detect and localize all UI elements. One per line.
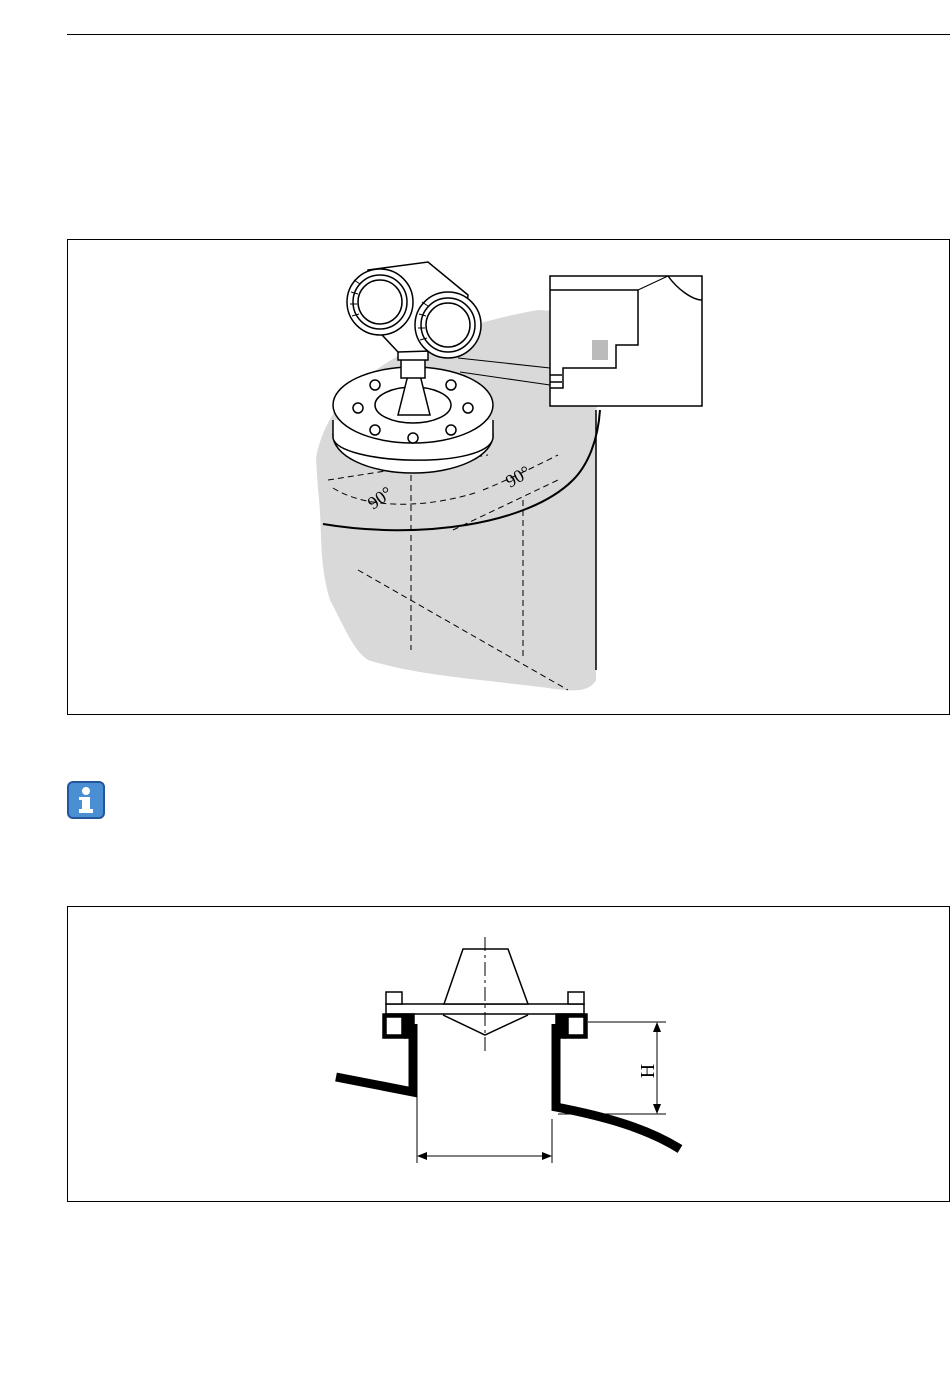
antenna-horn bbox=[444, 949, 528, 1004]
header-rule bbox=[67, 34, 950, 35]
figure-nozzle-mounting: H bbox=[67, 906, 950, 1202]
transmitter-housing bbox=[347, 262, 481, 358]
bolt-right bbox=[556, 992, 587, 1038]
bolt-left bbox=[383, 992, 414, 1038]
detail-inset bbox=[550, 276, 702, 406]
figure-sensor-alignment: 90° 90° bbox=[67, 239, 950, 715]
nozzle-mounting-drawing: H bbox=[68, 907, 949, 1201]
dimension-label-h: H bbox=[637, 1064, 659, 1078]
tank-roof-right bbox=[556, 1024, 680, 1149]
sensor-alignment-drawing: 90° 90° bbox=[68, 240, 949, 714]
info-icon bbox=[67, 781, 105, 819]
